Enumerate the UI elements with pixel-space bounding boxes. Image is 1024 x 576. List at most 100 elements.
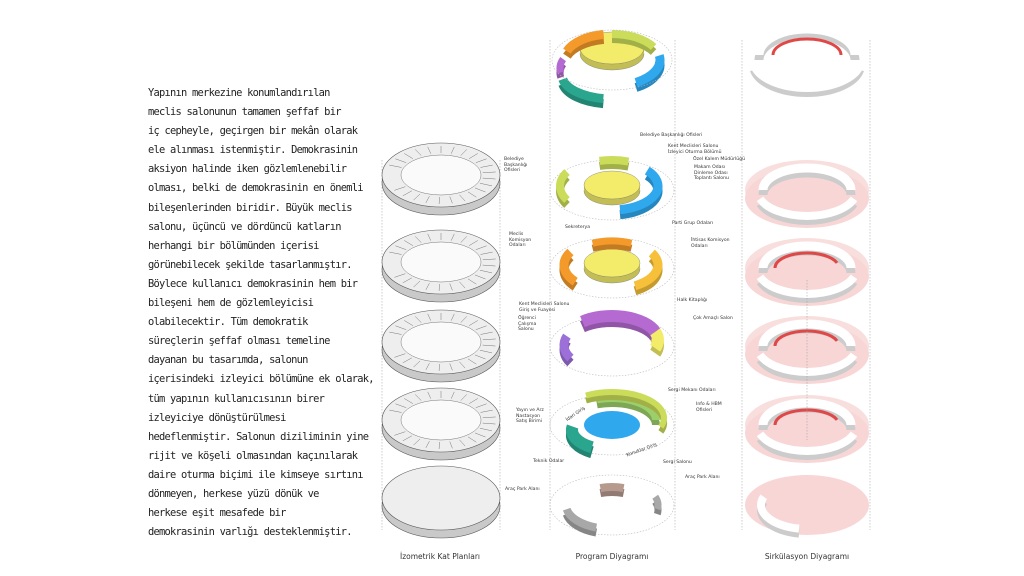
parti-grup-side [591, 242, 633, 252]
wall-line [389, 409, 402, 413]
paragraph-line: aksiyon halinde iken gözlemlenebilir [148, 163, 347, 176]
floor-plan-5 [381, 465, 501, 531]
wall-line [479, 182, 493, 187]
wall-line [468, 320, 478, 326]
wall-line [415, 236, 422, 243]
meclis-komisyon [559, 248, 578, 286]
wall-line [394, 186, 406, 191]
wall-line [394, 273, 406, 278]
wall-line [467, 278, 477, 285]
level5-outline [549, 474, 675, 536]
wall-line [460, 316, 467, 323]
circ-wall-front-side [756, 201, 858, 225]
fuaye-disk [583, 248, 641, 278]
label-line: Çalışma [518, 321, 537, 327]
composite-teal [558, 77, 604, 104]
wall-line [389, 331, 402, 335]
paragraph-line: salonu, üçüncü ve dördüncü katların [148, 220, 341, 233]
wall-line [425, 363, 430, 370]
wall-line [425, 283, 430, 290]
label-baskanlik-ofisleri: Belediye Başkanlığı Ofisleri [640, 133, 703, 138]
wall-line [482, 171, 496, 173]
label-sekreterya: Sekreterya [565, 225, 591, 230]
wall-line [395, 403, 407, 408]
wall-line [450, 233, 455, 241]
teknik-odalar-side [599, 488, 625, 498]
wall-line [413, 193, 421, 201]
yayin-satis [566, 424, 594, 454]
wall-line [395, 158, 407, 163]
wall-line [449, 363, 453, 371]
wall-line [474, 432, 486, 438]
baskanlik-left [556, 169, 570, 203]
paragraph-line: tüm yapının kullanıcısının birer [148, 392, 325, 405]
teknik-odalar [599, 483, 625, 493]
wall-line [474, 187, 486, 193]
label-line: Kent Meclisleri Salonu [668, 144, 719, 149]
meclis-salonu-disk [583, 170, 641, 200]
wall-line [460, 149, 467, 156]
paragraph-line: demokrasinin varlığı desteklenmiştir. [148, 526, 352, 539]
paragraph-line: izleyiciye dönüştürülmesi [148, 411, 286, 424]
wall-line [449, 441, 453, 449]
label-line: Belediye [504, 157, 524, 162]
wall-line [404, 153, 414, 159]
wall-line [427, 391, 432, 399]
circ-wall-front [756, 196, 858, 220]
label-park-left: Araç Park Alanı [505, 487, 540, 492]
wall-line [482, 416, 496, 418]
floor-plan-inner [400, 241, 482, 283]
caption-circulation: Sirkülasyon Diyagramı [764, 552, 850, 561]
circulation-path [773, 251, 839, 269]
wall-line [459, 439, 466, 447]
wall-line [475, 325, 487, 330]
paragraph-line: bileşenlerinden biridir. Büyük meclis [148, 201, 352, 214]
paragraph-line: meclis salonunun tamamen şeffaf bir [148, 106, 341, 119]
wall-line [460, 236, 467, 243]
wall-line [480, 164, 493, 168]
wall-line [468, 240, 478, 246]
composite-lime-side [611, 35, 657, 56]
paragraph-line: görünebilecek şekilde tasarlanmıştır. [148, 258, 352, 271]
wall-line [402, 190, 412, 197]
composite-orange-side [563, 34, 605, 59]
halk-kitapligi [580, 310, 661, 336]
wall-line [480, 331, 493, 335]
floor-plan-inner [400, 154, 482, 196]
circ-wall-front [756, 431, 858, 455]
ogrenci-calisma [559, 333, 574, 362]
label-sergi-mekani: Sergi Mekanı Odaları [668, 388, 716, 393]
wall-line [394, 431, 406, 436]
wall-line [480, 251, 493, 255]
wall-line [389, 251, 402, 255]
wall-line [449, 283, 453, 291]
wall-line [482, 344, 496, 347]
wall-line [427, 146, 432, 154]
circ-wall [758, 241, 856, 269]
label-ozel-kalem: Özel Kalem Müdürlüğü [693, 157, 745, 162]
wall-line [402, 277, 412, 284]
wall-line [425, 441, 430, 448]
composite-lime [611, 30, 657, 51]
floor-plan-inner [400, 321, 482, 363]
wall-line [467, 191, 477, 198]
circ-top-front [750, 63, 864, 92]
label-parti-grup: Parti Grup Odaları [672, 221, 714, 226]
sergi-salonu [584, 411, 640, 439]
wall-line [415, 316, 422, 323]
label-line: Kent Meclisleri Salonu [519, 302, 570, 307]
wall-line [482, 422, 496, 425]
baskanlik-top-side [599, 161, 630, 171]
wall-line [460, 394, 467, 401]
wall-line [415, 149, 422, 156]
info-hbm [585, 389, 667, 429]
circ-wall-front-side [756, 436, 858, 460]
wall-line [482, 264, 496, 267]
label-line: Nastasyon [516, 413, 541, 419]
circulation-path [773, 329, 839, 347]
baskanlik-top [599, 156, 630, 166]
